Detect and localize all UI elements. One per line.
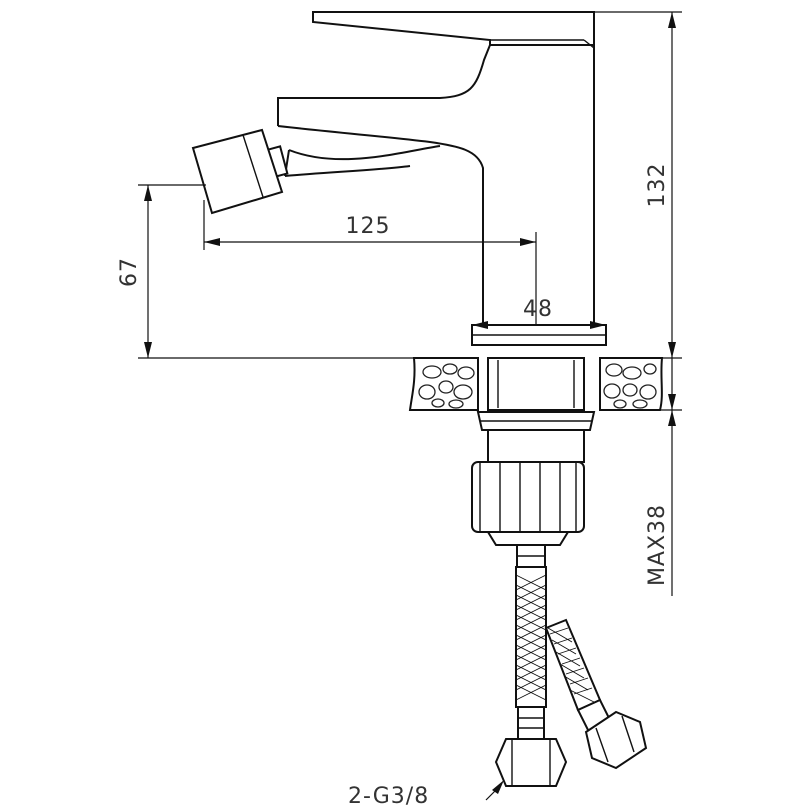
flexible-hose-left <box>515 566 547 740</box>
callout-label-thread: 2-G3/8 <box>348 784 429 809</box>
hose-fitting-top <box>516 544 546 568</box>
dimension-base-48: 48 <box>472 297 606 329</box>
hose-nut-right <box>584 710 648 770</box>
faucet-lever-handle <box>312 11 595 49</box>
dimension-max-38: MAX38 <box>645 358 682 596</box>
shank-collar <box>487 429 585 463</box>
dimension-label-125: 125 <box>346 214 391 239</box>
dimension-height-67: 67 <box>117 184 414 359</box>
flexible-hose-right <box>544 618 614 736</box>
spout-arm <box>284 145 441 177</box>
stone-texture <box>418 363 657 409</box>
faucet-base-plate <box>471 324 607 346</box>
swivel-aerator <box>191 128 289 215</box>
callout-thread: 2-G3/8 <box>348 780 504 809</box>
hose-braid-left <box>515 574 547 701</box>
dimension-label-132: 132 <box>645 163 670 208</box>
fixing-nut <box>471 461 585 546</box>
dimension-label-67: 67 <box>117 257 142 287</box>
dimension-height-132: 132 <box>594 11 682 359</box>
dimension-reach-125: 125 <box>203 200 537 325</box>
hose-nut-left <box>494 738 568 787</box>
dimension-label-max38: MAX38 <box>645 504 670 586</box>
hose-braid-right <box>547 627 595 703</box>
faucet-body <box>277 44 595 325</box>
dimension-label-48: 48 <box>523 297 553 322</box>
mounting-stud <box>476 357 596 431</box>
